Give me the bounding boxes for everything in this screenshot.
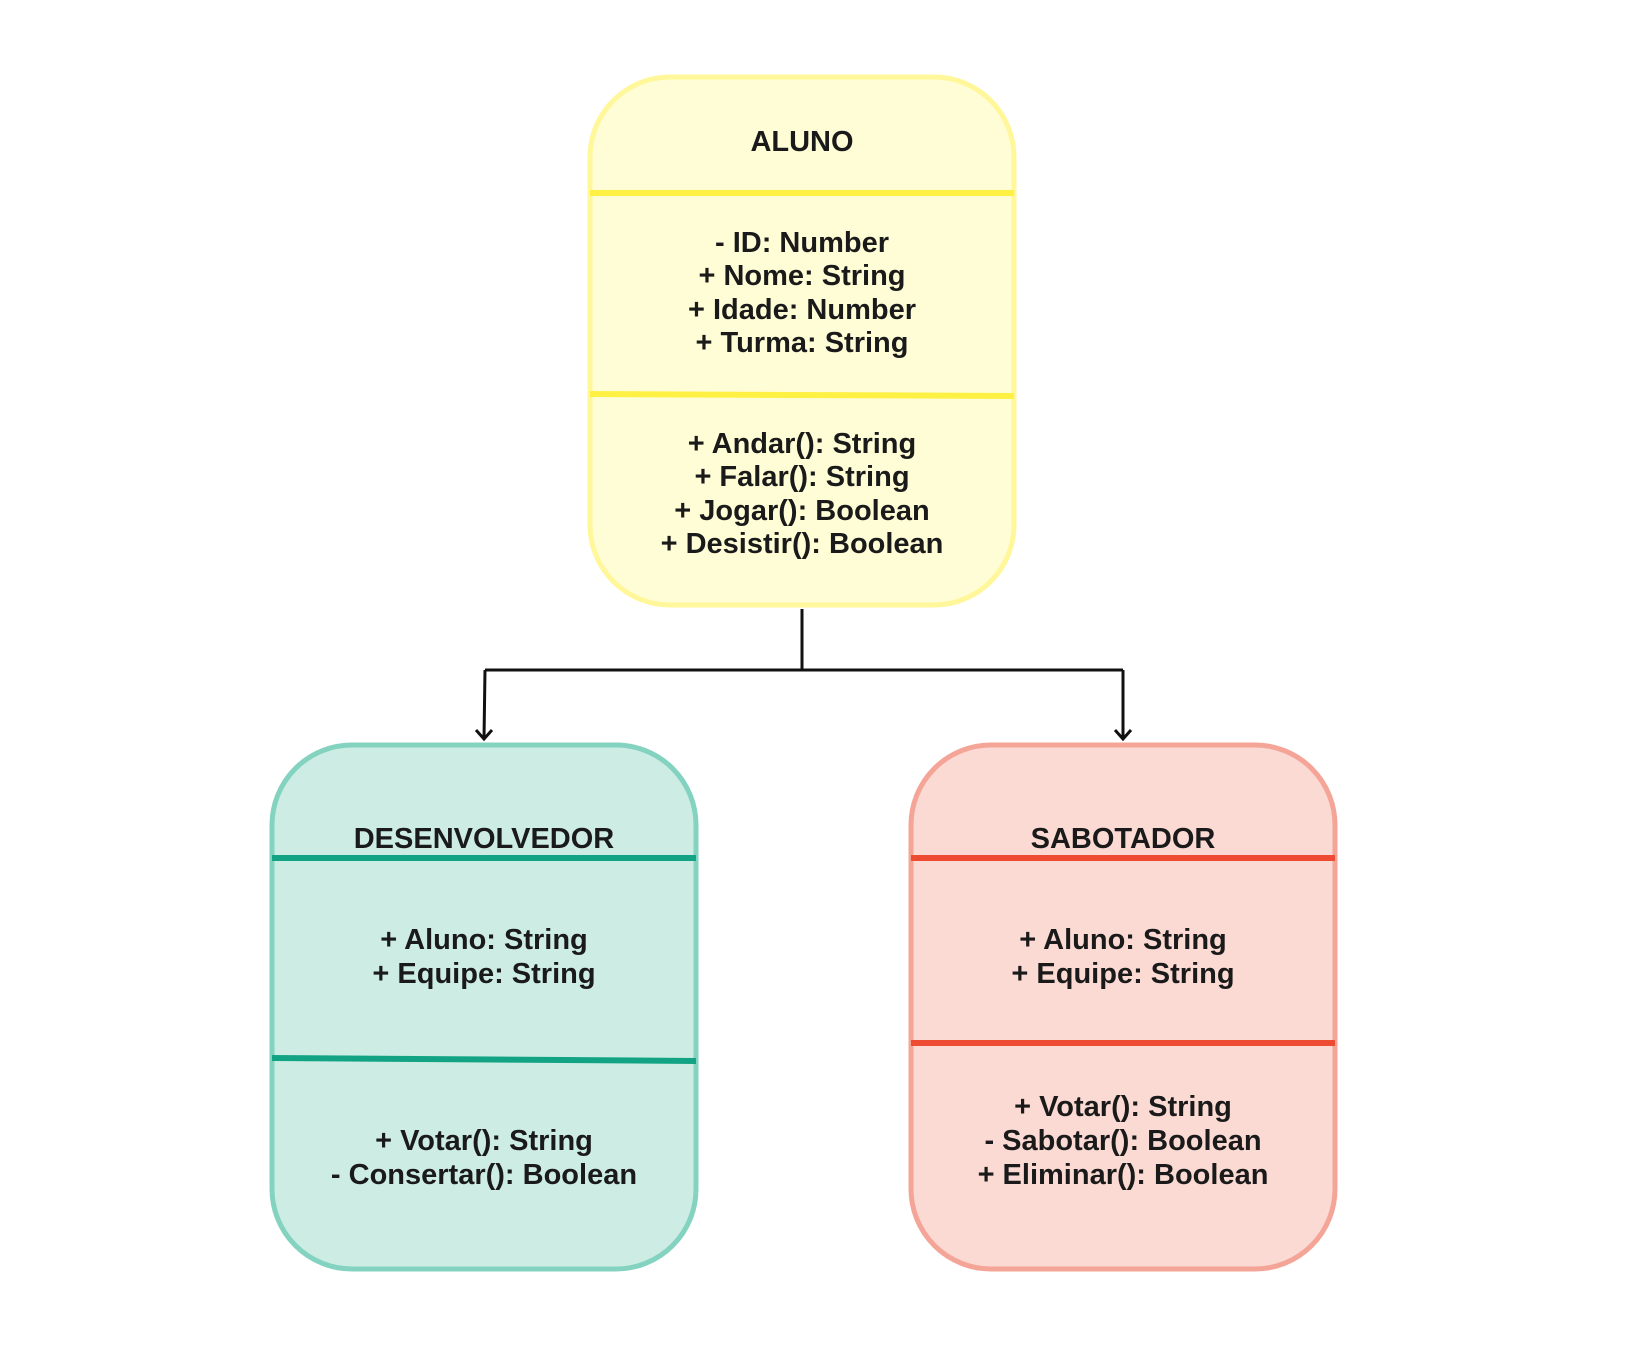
class-desenvolvedor-attribute: + Equipe: String [372,958,595,990]
class-sabotador-attribute: + Equipe: String [1011,958,1234,990]
class-aluno[interactable]: ALUNO - ID: Number + Nome: String + Idad… [585,74,1020,608]
class-aluno-method: + Falar(): String [694,461,909,493]
class-aluno-method: + Andar(): String [688,428,917,460]
arrowhead-desenvolvedor-icon [474,729,494,742]
class-sabotador-attribute: + Aluno: String [1019,924,1227,956]
class-desenvolvedor-method: - Consertar(): Boolean [331,1159,637,1191]
class-desenvolvedor-box [269,742,699,1272]
class-aluno-attribute: + Nome: String [698,260,905,292]
class-desenvolvedor-method: + Votar(): String [375,1125,593,1157]
class-aluno-divider-attributes [590,391,1014,399]
class-aluno-name: ALUNO [750,126,853,158]
class-desenvolvedor-attribute: + Aluno: String [380,924,588,956]
class-aluno-method: + Desistir(): Boolean [661,528,944,560]
class-aluno-attribute: - ID: Number [715,227,889,259]
class-desenvolvedor[interactable]: DESENVOLVEDOR + Aluno: String + Equipe: … [267,742,702,1272]
arrowhead-sabotador-icon [1113,729,1133,742]
inheritance-connector [474,609,1133,742]
class-sabotador-method: - Sabotar(): Boolean [984,1125,1261,1157]
class-sabotador[interactable]: SABOTADOR + Aluno: String + Equipe: Stri… [906,742,1341,1272]
connector-to-desenvolvedor [482,669,487,740]
class-sabotador-method: + Votar(): String [1014,1091,1232,1123]
class-aluno-method: + Jogar(): Boolean [674,495,929,527]
class-sabotador-box [908,742,1338,1272]
class-aluno-attribute: + Idade: Number [688,294,916,326]
class-aluno-box [587,74,1017,608]
class-sabotador-method: + Eliminar(): Boolean [978,1159,1269,1191]
class-aluno-attribute: + Turma: String [696,327,909,359]
class-desenvolvedor-divider-attributes [272,1055,696,1064]
class-sabotador-name: SABOTADOR [1031,823,1216,855]
class-desenvolvedor-name: DESENVOLVEDOR [354,823,615,855]
